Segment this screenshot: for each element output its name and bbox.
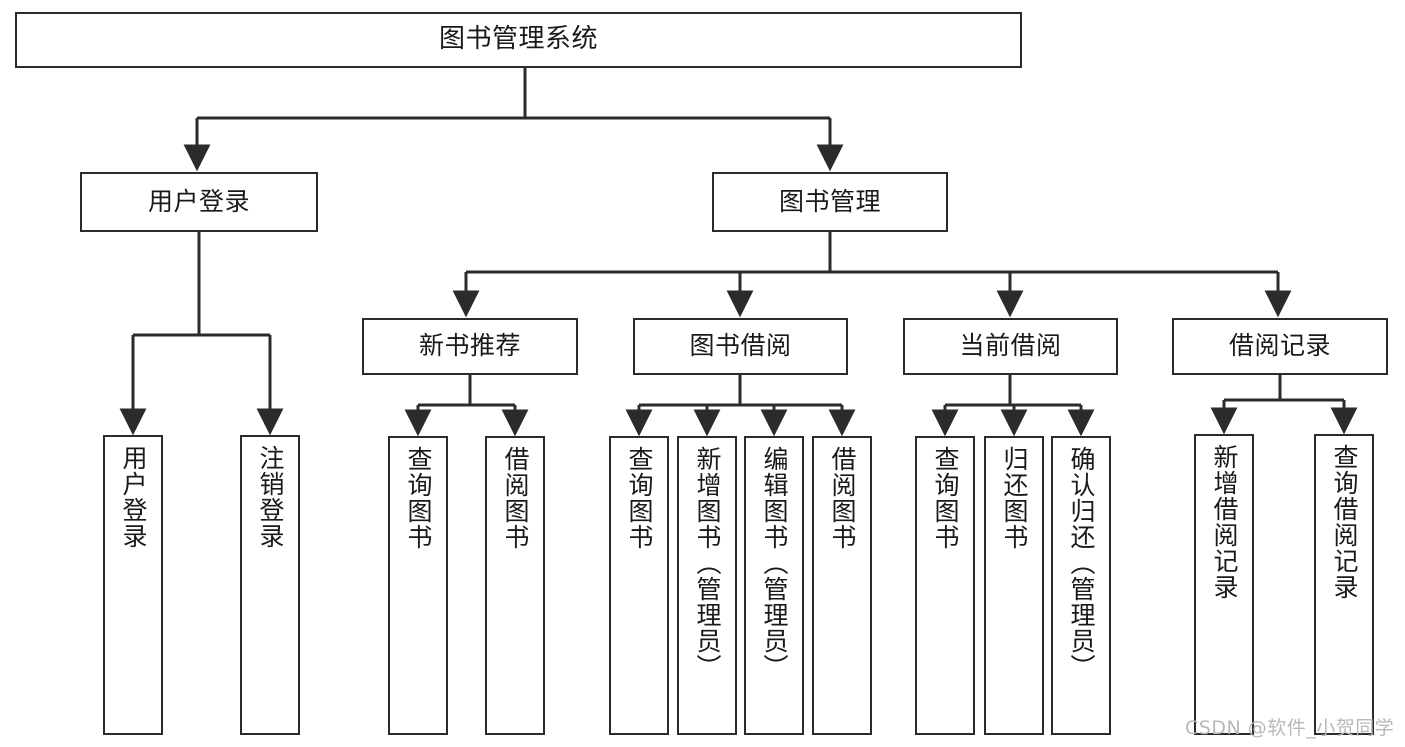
leaf-user-login[interactable]: 用户登录 xyxy=(103,435,163,735)
node-book-borrow[interactable]: 图书借阅 xyxy=(633,318,848,375)
node-label: 新书推荐 xyxy=(418,331,521,361)
node-label: 查询借阅记录 xyxy=(1330,444,1359,600)
node-label: 新增借阅记录 xyxy=(1210,444,1239,600)
leaf-return-book[interactable]: 归还图书 xyxy=(984,436,1044,735)
node-label: 新增图书（管理员） xyxy=(693,446,722,680)
node-label: 查询图书 xyxy=(625,446,654,550)
leaf-logout-login[interactable]: 注销登录 xyxy=(240,435,300,735)
node-book-manage[interactable]: 图书管理 xyxy=(712,172,948,232)
node-label: 图书管理系统 xyxy=(438,24,598,55)
node-label: 查询图书 xyxy=(404,446,433,550)
leaf-query-book-recommend[interactable]: 查询图书 xyxy=(388,436,448,735)
leaf-query-book-current[interactable]: 查询图书 xyxy=(915,436,975,735)
node-label: 用户登录 xyxy=(119,445,148,549)
node-borrow-record[interactable]: 借阅记录 xyxy=(1172,318,1388,375)
node-label: 查询图书 xyxy=(931,446,960,550)
node-label: 归还图书 xyxy=(1000,446,1029,550)
node-label: 借阅图书 xyxy=(501,446,530,550)
leaf-add-borrow-record[interactable]: 新增借阅记录 xyxy=(1194,434,1254,735)
leaf-add-book[interactable]: 新增图书（管理员） xyxy=(677,436,737,735)
node-user-login[interactable]: 用户登录 xyxy=(80,172,318,232)
node-label: 用户登录 xyxy=(147,186,250,216)
node-new-book-recommend[interactable]: 新书推荐 xyxy=(362,318,578,375)
leaf-confirm-return[interactable]: 确认归还（管理员） xyxy=(1051,436,1111,735)
leaf-query-borrow-record[interactable]: 查询借阅记录 xyxy=(1314,434,1374,735)
node-label: 编辑图书（管理员） xyxy=(760,446,789,680)
node-label: 当前借阅 xyxy=(959,331,1062,361)
node-root-system[interactable]: 图书管理系统 xyxy=(15,12,1022,68)
leaf-borrow-book[interactable]: 借阅图书 xyxy=(812,436,872,735)
node-label: 借阅记录 xyxy=(1228,331,1331,361)
leaf-query-book-borrow[interactable]: 查询图书 xyxy=(609,436,669,735)
node-label: 注销登录 xyxy=(256,445,285,549)
node-label: 借阅图书 xyxy=(828,446,857,550)
node-label: 确认归还（管理员） xyxy=(1067,446,1096,680)
node-label: 图书借阅 xyxy=(689,331,792,361)
leaf-edit-book[interactable]: 编辑图书（管理员） xyxy=(744,436,804,735)
csdn-watermark: CSDN @软件_小贺同学 xyxy=(1185,717,1395,739)
node-label: 图书管理 xyxy=(778,186,881,216)
node-current-borrow[interactable]: 当前借阅 xyxy=(903,318,1118,375)
leaf-borrow-book-recommend[interactable]: 借阅图书 xyxy=(485,436,545,735)
